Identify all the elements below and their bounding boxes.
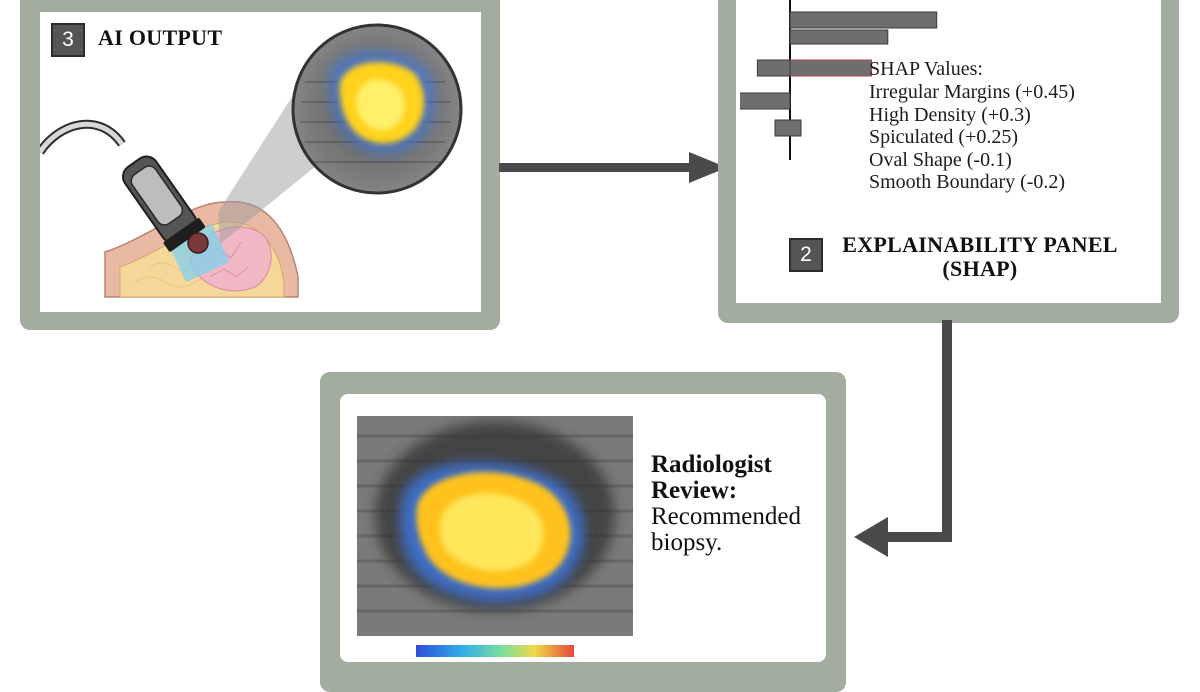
- review-recommendation-line2: biopsy.: [651, 529, 723, 556]
- shap-value-item: Spiculated (+0.25): [869, 126, 1019, 149]
- shap-bar: [789, 11, 938, 29]
- explainability-title-line1: EXPLAINABILITY PANEL: [842, 232, 1118, 257]
- shap-bar-chart: [740, 0, 938, 160]
- shap-value-item: Irregular Margins (+0.45): [869, 81, 1075, 103]
- shap-bar: [789, 59, 872, 77]
- shap-bar: [740, 92, 791, 110]
- shap-heading: SHAP Values:: [869, 58, 983, 80]
- shap-value-item: Oval Shape (-0.1): [869, 148, 1012, 171]
- explainability-title: EXPLAINABILITY PANEL (SHAP): [835, 233, 1125, 281]
- review-title-line1: Radiologist: [651, 451, 772, 478]
- radiologist-review-text: Radiologist Review: Recommended biopsy.: [651, 452, 801, 556]
- shap-value-item: Smooth Boundary (-0.2): [869, 171, 1066, 194]
- shap-bar: [756, 59, 791, 77]
- shap-bar: [789, 29, 889, 45]
- flow-arrow-right: [499, 152, 727, 183]
- ai-output-title: AI OUTPUT: [98, 25, 223, 50]
- heatmap-colorbar: [416, 645, 574, 657]
- ultrasound-probe-illustration: [40, 23, 463, 298]
- shap-bar: [774, 119, 802, 137]
- heatmap-ultrasound-image: [357, 416, 633, 636]
- review-recommendation-line1: Recommended: [651, 503, 801, 530]
- explainability-title-line2: (SHAP): [942, 256, 1018, 281]
- shap-value-item: High Density (+0.3): [869, 103, 1031, 126]
- step-number-badge: 3: [51, 23, 85, 57]
- review-title-line2: Review:: [651, 477, 738, 504]
- flow-arrow-down-left: [854, 320, 952, 557]
- step-number-badge: 2: [789, 238, 823, 272]
